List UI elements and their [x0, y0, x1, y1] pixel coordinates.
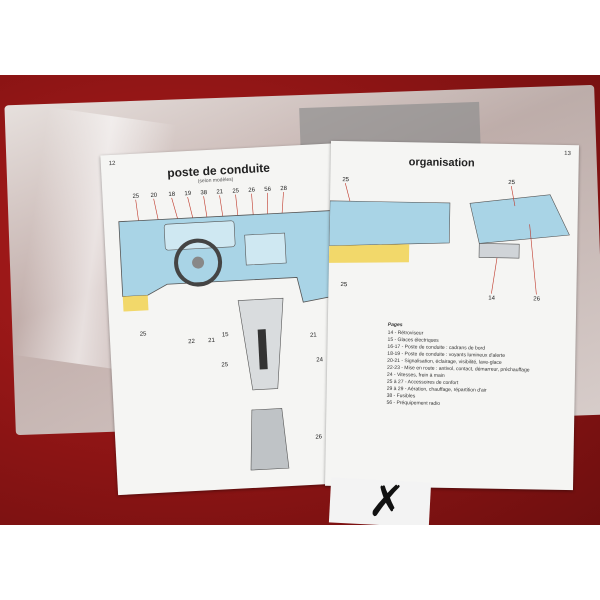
callout-label: 25: [132, 194, 140, 200]
right-callouts: 25 25 25 14 26: [340, 177, 540, 302]
dashboard-right-half: [328, 200, 451, 247]
right-page-title: organisation: [408, 156, 475, 170]
callout-label: 21: [216, 189, 224, 195]
callout-label: 15: [222, 332, 230, 338]
callout-label: 24: [316, 357, 324, 363]
steering-hub: [192, 256, 205, 269]
right-page-number: 13: [564, 150, 571, 158]
steering-wheel: [174, 238, 223, 287]
cross-mark: ✗: [366, 475, 407, 525]
white-tag: ✗: [328, 475, 432, 525]
rearview-mirror: [478, 243, 520, 259]
left-page-number: 12: [108, 160, 116, 168]
callout-label: 25: [340, 282, 347, 288]
bottom-callouts: 25 22 21 15 25 21 24 26: [140, 331, 324, 440]
callout-label: 25: [342, 177, 349, 183]
handbrake-area: [250, 408, 290, 471]
callout-label: 25: [140, 331, 148, 337]
callout-label: 26: [315, 434, 323, 440]
gear-lever: [257, 329, 268, 370]
pages-legend: Pages 14 - Rétroviseur 15 - Glaces élect…: [386, 322, 567, 410]
callout-label: 22: [188, 339, 196, 345]
right-callout-lines: [345, 183, 537, 295]
callout-label: 56: [264, 187, 272, 193]
center-console-panel: [244, 232, 287, 266]
callout-label: 38: [200, 190, 208, 196]
callout-label: 19: [184, 191, 192, 197]
callout-label: 14: [488, 296, 495, 302]
dashboard-diagram: 25 20 18 19 38 21 25 26 56 28: [118, 186, 339, 471]
callout-label: 25: [508, 180, 515, 186]
dash-lower-left: [122, 295, 149, 312]
callout-label: 20: [150, 193, 158, 199]
glovebox-strip: [328, 244, 410, 263]
callout-label: 18: [168, 192, 176, 198]
headliner-diagram: [469, 194, 570, 244]
callout-label: 25: [232, 188, 240, 194]
callout-label: 21: [208, 338, 216, 344]
callout-label: 21: [310, 332, 318, 338]
callout-label: 26: [533, 296, 540, 302]
booklet: 12 poste de conduite (selon modèles) 25 …: [80, 133, 580, 496]
top-callouts: 25 20 18 19 38 21 25 26 56 28: [132, 186, 287, 200]
callout-label: 26: [248, 187, 256, 193]
callout-label: 25: [221, 362, 229, 368]
right-page: 13 organisation 25 25 25 14 26: [325, 140, 579, 491]
organisation-diagram: 25 25 25 14 26: [328, 177, 570, 303]
instrument-cluster: [163, 220, 236, 251]
left-page: 12 poste de conduite (selon modèles) 25 …: [100, 143, 358, 496]
photo: 12 poste de conduite (selon modèles) 25 …: [0, 75, 600, 525]
callout-label: 28: [280, 186, 288, 192]
